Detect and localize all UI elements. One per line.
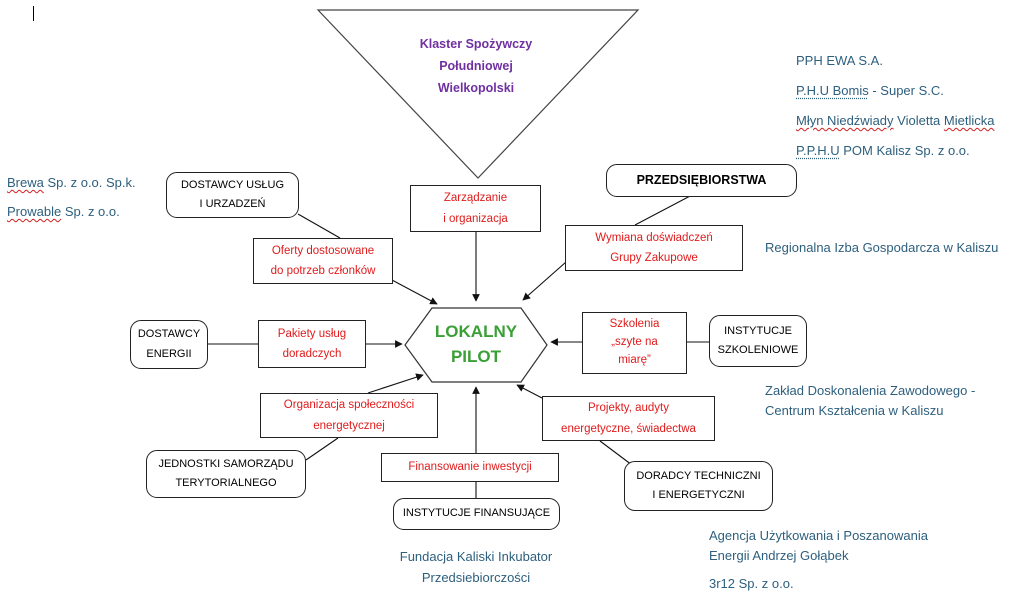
flow-organizacja: Organizacja społeczności energetycznej bbox=[260, 393, 438, 438]
partner-name-rest: Sp. z o.o. bbox=[61, 204, 120, 219]
actor-label: INSTYTUCJE bbox=[724, 324, 792, 337]
actor-doradcy: DORADCY TECHNICZNI I ENERGETYCZNI bbox=[624, 461, 773, 511]
company-name-rest: Violetta bbox=[893, 113, 944, 128]
pilot-label-line: PILOT bbox=[450, 346, 502, 366]
partner-name: Brewa bbox=[7, 175, 44, 190]
flow-szkolenia: Szkolenia „szyte na miarę” bbox=[582, 312, 687, 374]
company-name-surname: Mietlicka bbox=[943, 113, 995, 128]
partner-name-rest: Sp. z o.o. Sp.k. bbox=[43, 175, 136, 190]
company-name: PPH EWA S.A. bbox=[796, 53, 883, 68]
actor-label: DORADCY TECHNICZNI bbox=[636, 469, 761, 482]
flow-label: „szyte na bbox=[611, 336, 658, 349]
partner-agencja: Agencja Użytkowania i Poszanowania Energ… bbox=[709, 526, 928, 565]
line-samorzad bbox=[305, 437, 339, 461]
text-cursor bbox=[33, 6, 34, 21]
flow-label: Zarządzanie bbox=[443, 192, 508, 205]
actor-instytucje-szkoleniowe: INSTYTUCJE SZKOLENIOWE bbox=[709, 315, 807, 367]
flow-label: doradczych bbox=[282, 348, 342, 360]
actor-label: I URZADZEŃ bbox=[199, 198, 266, 210]
flow-zarzadzanie: Zarządzanie i organizacja bbox=[410, 185, 541, 232]
actor-label: INSTYTUCJE FINANSUJĄCE bbox=[402, 507, 551, 520]
partner-name: Regionalna Izba Gospodarcza w Kaliszu bbox=[765, 240, 999, 255]
actor-label: PRZEDSIĘBIORSTWA bbox=[636, 172, 767, 187]
flow-label: energetycznej bbox=[313, 419, 385, 432]
line-doradcy bbox=[599, 440, 633, 466]
cluster-triangle bbox=[316, 9, 640, 179]
arrow-oferty bbox=[391, 279, 438, 305]
flow-label: Finansowanie inwestycji bbox=[408, 461, 532, 474]
flow-finansowanie: Finansowanie inwestycji bbox=[381, 453, 559, 482]
partner-name: 3r12 Sp. z o.o. bbox=[709, 576, 794, 591]
actor-jednostki-samorzadu: JEDNOSTKI SAMORZĄDU TERYTORIALNEGO bbox=[146, 450, 306, 498]
cluster-title: Klaster Spożywczy Południowej Wielkopols… bbox=[392, 34, 560, 100]
pilot-label-line: LOKALNY bbox=[434, 322, 518, 341]
flow-label: Grupy Zakupowe bbox=[610, 252, 698, 264]
company-pom: P.P.H.U POM Kalisz Sp. z o.o. bbox=[796, 143, 970, 158]
partner-name: Zakład Doskonalenia Zawodowego - bbox=[765, 383, 976, 398]
company-ewa: PPH EWA S.A. bbox=[796, 53, 883, 68]
pilot-label: LOKALNY PILOT bbox=[415, 320, 537, 369]
company-name-rest: - Super S.C. bbox=[868, 83, 944, 98]
actor-przedsiebiorstwa: PRZEDSIĘBIORSTWA bbox=[606, 164, 797, 197]
flow-label: Projekty, audyty bbox=[588, 402, 669, 415]
actor-label: DOSTAWCY USŁUG bbox=[180, 178, 285, 191]
flow-label: miarę” bbox=[618, 353, 651, 366]
actor-label: TERYTORIALNEGO bbox=[175, 477, 277, 489]
cluster-title-line: Południowej bbox=[439, 58, 513, 73]
partner-name: Przedsiebiorczości bbox=[421, 570, 531, 586]
line-przedsiebiorstwa bbox=[634, 194, 693, 226]
flow-oferty: Oferty dostosowane do potrzeb członków bbox=[253, 238, 393, 284]
company-name: Młyn Niedźwiady bbox=[796, 113, 894, 128]
company-name-rest: POM Kalisz Sp. z o.o. bbox=[839, 143, 970, 158]
partner-name: Centrum Kształcenia w Kaliszu bbox=[765, 402, 944, 418]
flow-label: Organizacja społeczności bbox=[283, 399, 415, 412]
flow-pakiety: Pakiety usług doradczych bbox=[258, 320, 366, 368]
partner-brewa: Brewa Sp. z o.o. Sp.k. bbox=[7, 175, 136, 190]
partner-izba: Regionalna Izba Gospodarcza w Kaliszu bbox=[765, 240, 998, 255]
arrow-projekty bbox=[516, 384, 543, 399]
arrow-wymiana bbox=[522, 261, 567, 301]
partner-name: Agencja Użytkowania i Poszanowania bbox=[709, 528, 928, 543]
partner-fundacja: Fundacja Kaliski Inkubator Przedsiebiorc… bbox=[366, 546, 586, 589]
actor-label: DOSTAWCY bbox=[137, 328, 201, 341]
flow-label: Oferty dostosowane bbox=[271, 244, 375, 257]
line-uslugi bbox=[297, 213, 341, 239]
company-mlyn: Młyn Niedźwiady Violetta Mietlicka bbox=[796, 113, 994, 128]
partner-name: Prowable bbox=[7, 204, 62, 219]
cluster-title-line: Wielkopolski bbox=[437, 80, 515, 95]
actor-dostawcy-energii: DOSTAWCY ENERGII bbox=[130, 320, 208, 369]
actor-label: ENERGII bbox=[146, 347, 192, 360]
flow-label: i organizacja bbox=[443, 212, 508, 225]
flow-label: do potrzeb członków bbox=[270, 265, 376, 277]
flow-label: Szkolenia bbox=[609, 318, 660, 331]
partner-zaklad: Zakład Doskonalenia Zawodowego - Centrum… bbox=[765, 381, 975, 420]
flow-projekty: Projekty, audyty energetyczne, świadectwa bbox=[542, 396, 715, 441]
company-bomis: P.H.U Bomis - Super S.C. bbox=[796, 83, 944, 98]
flow-label: Pakiety usług bbox=[277, 327, 347, 340]
company-name: P.H.U Bomis bbox=[796, 83, 869, 98]
actor-dostawcy-uslug: DOSTAWCY USŁUG I URZADZEŃ bbox=[166, 172, 299, 218]
partner-name: Fundacja Kaliski Inkubator bbox=[399, 549, 553, 564]
actor-instytucje-finansujace: INSTYTUCJE FINANSUJĄCE bbox=[393, 498, 560, 530]
partner-prowable: Prowable Sp. z o.o. bbox=[7, 204, 120, 219]
company-name: P.P.H.U bbox=[796, 143, 840, 158]
cluster-title-line: Klaster Spożywczy bbox=[419, 37, 533, 51]
flow-label: Wymiana doświadczeń bbox=[595, 231, 713, 244]
actor-label: I ENERGETYCZNI bbox=[652, 489, 745, 501]
partner-3r12: 3r12 Sp. z o.o. bbox=[709, 576, 794, 591]
actor-label: SZKOLENIOWE bbox=[717, 344, 799, 356]
partner-name: Energii Andrzej Gołąbek bbox=[709, 547, 849, 563]
flow-label: energetyczne, świadectwa bbox=[561, 422, 696, 435]
arrow-organizacja bbox=[367, 373, 424, 394]
pilot-hexagon bbox=[404, 307, 548, 383]
actor-label: JEDNOSTKI SAMORZĄDU bbox=[158, 457, 294, 470]
